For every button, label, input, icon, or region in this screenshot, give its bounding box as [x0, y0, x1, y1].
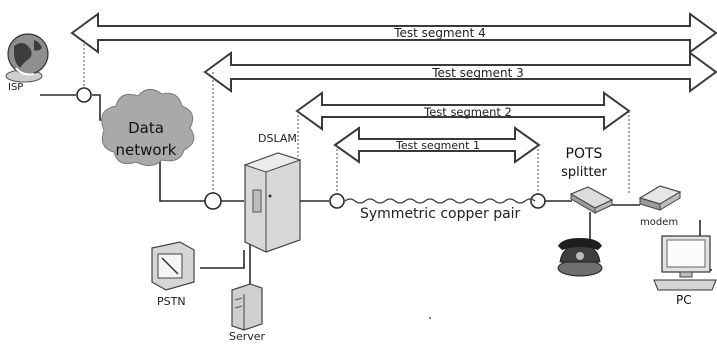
data-network-label-1: Data: [128, 119, 164, 137]
isp-globe-icon: [5, 33, 49, 83]
pc-computer-icon: [653, 235, 717, 291]
telephone-icon: [557, 238, 603, 277]
test-point-circles: [76, 87, 546, 210]
isp-label: ISP: [8, 82, 23, 93]
stray-dot: [429, 317, 431, 319]
test-segment-4-label: Test segment 4: [393, 26, 486, 40]
modem-label: modem: [640, 217, 678, 228]
copper-pair-label: Symmetric copper pair: [360, 206, 521, 222]
pots-splitter-icon: [569, 186, 614, 214]
pots-label-2: splitter: [561, 165, 607, 180]
pc-label: PC: [676, 293, 692, 307]
pots-label-1: POTS: [566, 146, 603, 162]
test-segment-1-label: Test segment 1: [395, 139, 480, 152]
pstn-label: PSTN: [157, 295, 186, 308]
pstn-switch-icon: [151, 241, 195, 291]
test-segment-3-arrow: Test segment 3: [203, 51, 717, 93]
test-segment-2-label: Test segment 2: [423, 105, 512, 119]
data-network-cloud-icon: [101, 89, 195, 166]
copper-pair-line: [344, 198, 536, 204]
data-network-label-2: network: [116, 141, 177, 159]
modem-icon: [638, 185, 682, 211]
test-segment-1-arrow: Test segment 1: [333, 126, 541, 164]
test-segment-4-arrow: Test segment 4: [70, 12, 717, 54]
test-segment-2-arrow: Test segment 2: [295, 91, 631, 131]
dslam-label: DSLAM: [258, 132, 297, 145]
dslam-cabinet-icon: [243, 152, 302, 253]
server-icon: [231, 283, 263, 331]
test-segment-3-label: Test segment 3: [431, 66, 524, 80]
server-label: Server: [229, 330, 266, 342]
